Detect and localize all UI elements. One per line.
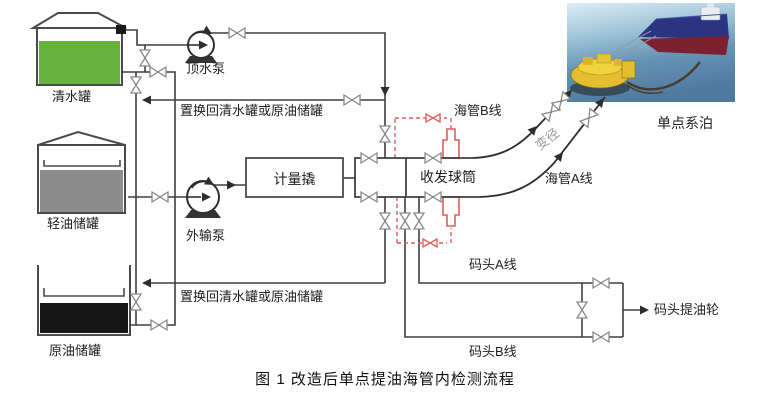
sea-line-a-pipe — [479, 96, 606, 198]
figure-caption: 图 1 改造后单点提油海管内检测流程 — [255, 371, 515, 388]
valve-icon — [343, 94, 361, 106]
sea-line-b-label: 海管B线 — [454, 103, 502, 118]
mooring-photo — [567, 3, 735, 102]
valve-icon — [592, 277, 610, 289]
valve-icon — [139, 49, 151, 67]
return-line-2-label: 置换回清水罐或原油储罐 — [180, 289, 324, 304]
valve-icon — [379, 212, 391, 230]
bypass-valve-icon — [422, 238, 438, 248]
valve-icon — [360, 152, 378, 164]
valve-icon — [150, 319, 168, 331]
valve-icon — [149, 66, 167, 78]
valve-icon — [424, 191, 442, 203]
tanker-ship — [638, 3, 729, 55]
light-oil-tank — [37, 130, 126, 214]
valve-icon — [130, 76, 142, 94]
pig-indicator-bottom — [442, 196, 460, 227]
clean-water-tank — [29, 12, 127, 86]
valve-icon — [576, 301, 588, 319]
top-water-pump-label: 顶水泵 — [186, 61, 226, 76]
crude-oil-tank — [37, 265, 131, 336]
valve-icon — [399, 212, 411, 230]
valve-icon — [151, 191, 169, 203]
clean-water-tank-label: 清水罐 — [52, 89, 92, 104]
single-point-mooring-label: 单点系泊 — [657, 115, 713, 131]
return-line-1-label: 置换回清水罐或原油储罐 — [180, 103, 324, 118]
metering-skid-box — [245, 157, 344, 198]
light-oil-tank-label: 轻油储罐 — [47, 216, 100, 231]
valve-icon — [413, 212, 425, 230]
sea-line-a-label: 海管A线 — [545, 171, 593, 186]
valve-icon — [360, 191, 378, 203]
valve-icon — [592, 331, 610, 343]
valve-icon — [379, 125, 391, 143]
dock-tanker-label: 码头提油轮 — [654, 302, 720, 317]
export-pump-label: 外输泵 — [186, 228, 226, 243]
bypass-valve-icon — [425, 113, 441, 123]
export-pump — [185, 176, 221, 218]
valve-icon — [228, 27, 246, 39]
sea-line-b-pipe — [472, 90, 572, 159]
valve-icon — [424, 152, 442, 164]
pig-launcher-label: 收发球筒 — [420, 169, 476, 185]
dock-line-b-label: 码头B线 — [469, 344, 517, 359]
valve-icon — [130, 293, 142, 311]
metering-skid-label: 计量撬 — [273, 171, 316, 187]
crude-oil-tank-label: 原油储罐 — [49, 343, 102, 358]
sea-lines — [472, 90, 606, 198]
top-water-pump — [185, 25, 217, 63]
pig-indicator-top — [442, 128, 460, 159]
spm-buoy — [570, 53, 636, 96]
dock-line-a-label: 码头A线 — [469, 257, 517, 272]
